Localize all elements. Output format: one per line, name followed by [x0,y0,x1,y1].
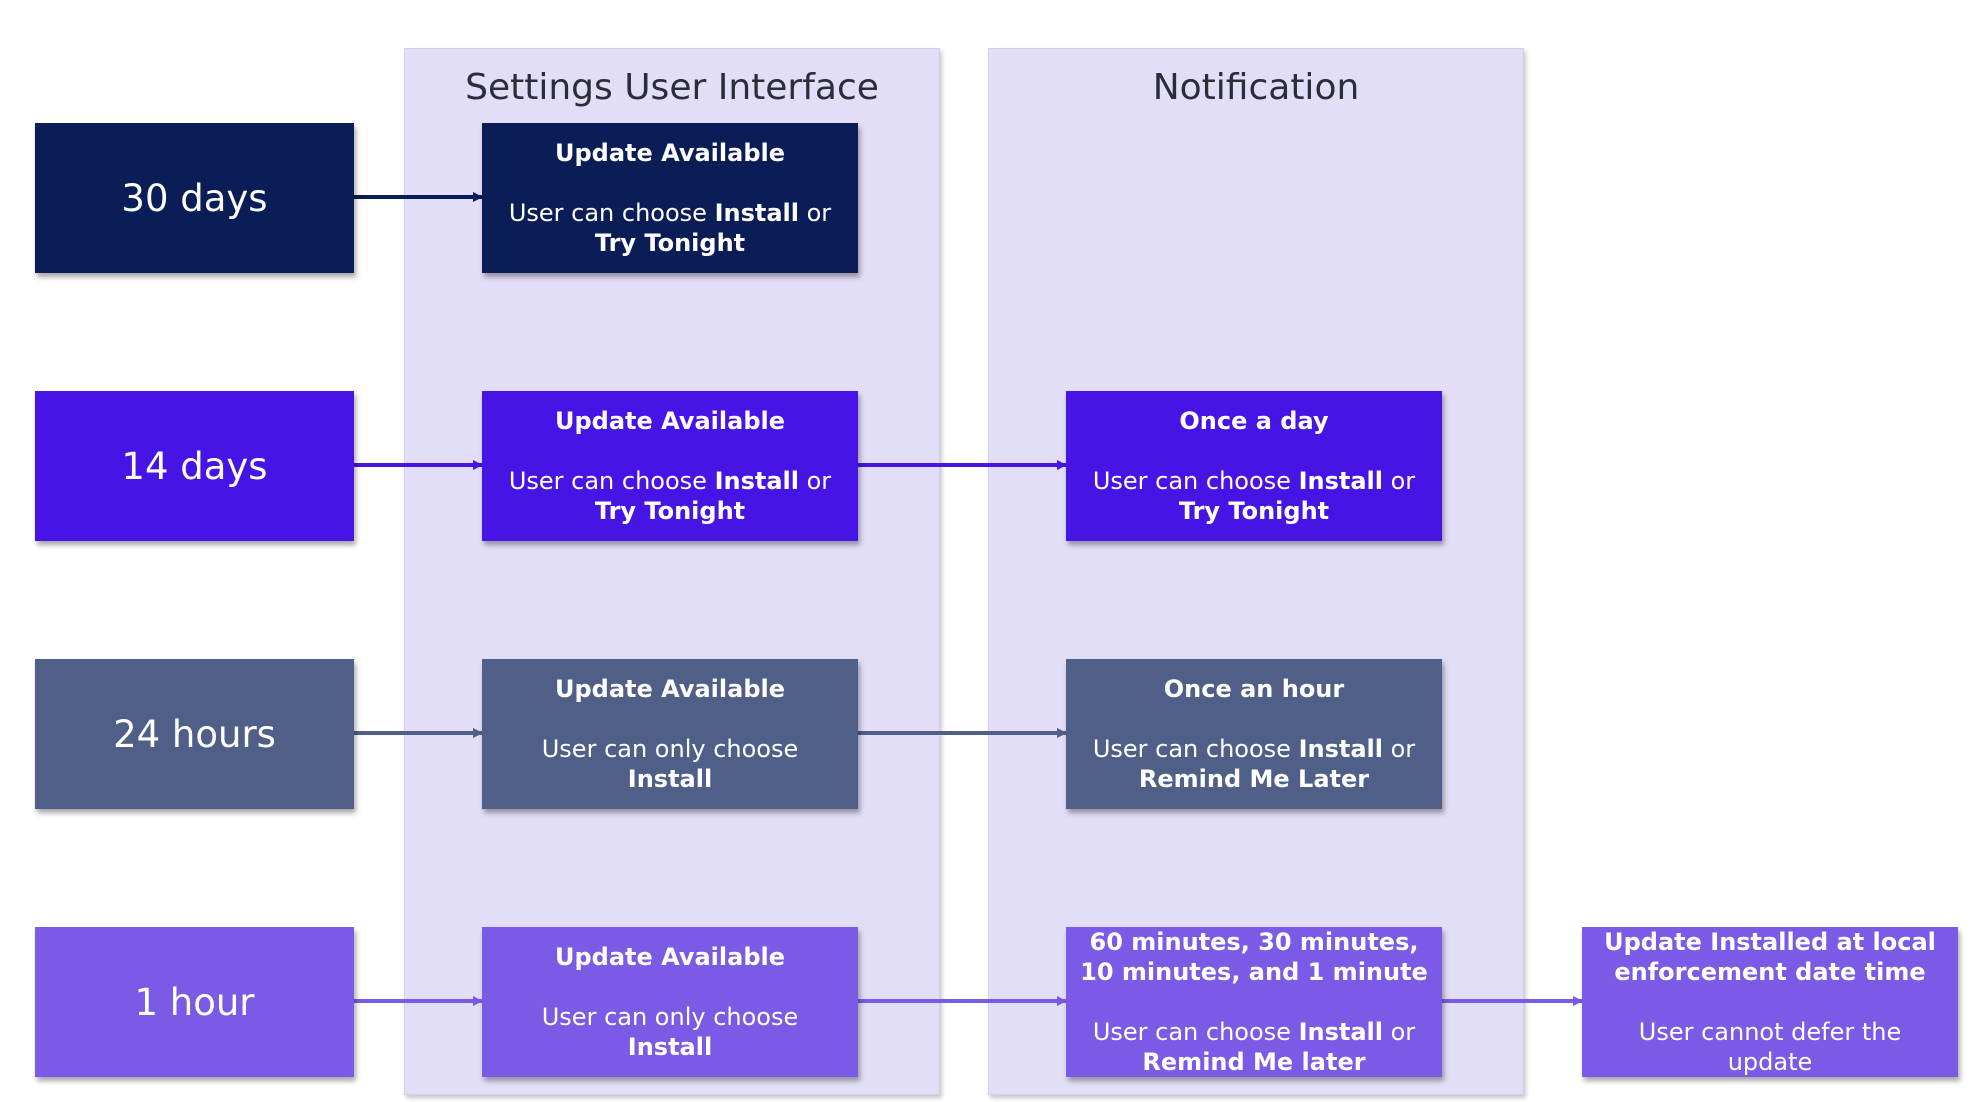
box-text: User can choose Install or Try Tonight [1092,467,1416,525]
time-box-24-hours: 24 hours [35,659,354,809]
box-title: Update Available [554,139,786,167]
notification-box-1-hour: 60 minutes, 30 minutes, 10 minutes, and … [1066,927,1442,1077]
settings-box-1-hour: Update Available User can only choose In… [482,927,858,1077]
time-box-14-days: 14 days [35,391,354,541]
box-text: User cannot defer the update [1638,1018,1902,1076]
box-title: Update Available [554,407,786,435]
notification-box-14-days: Once a day User can choose Install or Tr… [1066,391,1442,541]
box-text: User can choose Install or Remind Me Lat… [1092,735,1416,793]
settings-box-14-days: Update Available User can choose Install… [482,391,858,541]
box-title: Once a day [1179,407,1329,435]
box-title: Update Installed at local enforcement da… [1604,928,1936,986]
time-label: 14 days [121,444,268,488]
box-title: Once an hour [1163,675,1345,703]
box-title: Update Available [554,675,786,703]
box-text: User can choose Install or Remind Me lat… [1092,1018,1416,1076]
box-text: User can only choose Install [541,1003,799,1061]
time-label: 30 days [121,176,268,220]
time-box-1-hour: 1 hour [35,927,354,1077]
final-box-update-installed: Update Installed at local enforcement da… [1582,927,1958,1077]
box-text: User can choose Install or Try Tonight [508,199,832,257]
box-title: 60 minutes, 30 minutes, 10 minutes, and … [1080,928,1428,986]
notification-box-24-hours: Once an hour User can choose Install or … [1066,659,1442,809]
time-label: 1 hour [134,980,255,1024]
box-text: User can only choose Install [541,735,799,793]
time-label: 24 hours [113,712,276,756]
time-box-30-days: 30 days [35,123,354,273]
settings-box-30-days: Update Available User can choose Install… [482,123,858,273]
notification-lane-title: Notification [1152,67,1360,108]
box-text: User can choose Install or Try Tonight [508,467,832,525]
settings-box-24-hours: Update Available User can only choose In… [482,659,858,809]
settings-lane-title: Settings User Interface [465,67,879,108]
notification-lane: Notification [988,48,1524,1095]
box-title: Update Available [554,943,786,971]
